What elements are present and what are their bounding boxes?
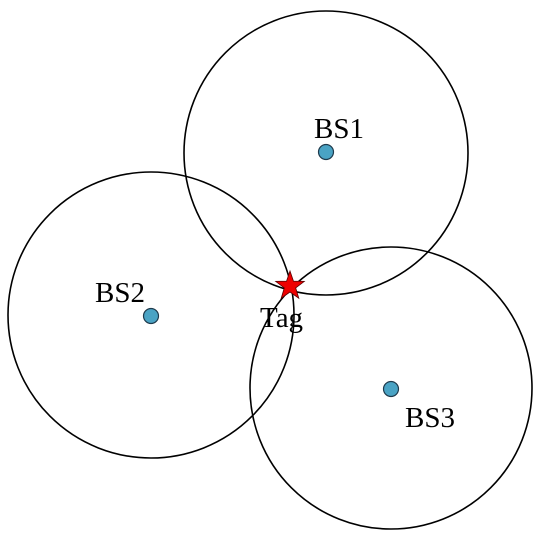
bs3-station-dot — [382, 380, 400, 398]
bs2-station-dot — [142, 307, 160, 325]
star-icon — [274, 269, 306, 300]
bs3-label: BS3 — [405, 402, 455, 434]
bs2-label: BS2 — [95, 277, 145, 309]
range-circle-bs1 — [183, 10, 469, 296]
tag-label: Tag — [260, 302, 303, 334]
range-circle-bs3 — [249, 246, 533, 530]
range-circle-bs2 — [7, 171, 295, 459]
bs1-label: BS1 — [314, 113, 364, 145]
bs1-station-dot — [317, 143, 335, 161]
